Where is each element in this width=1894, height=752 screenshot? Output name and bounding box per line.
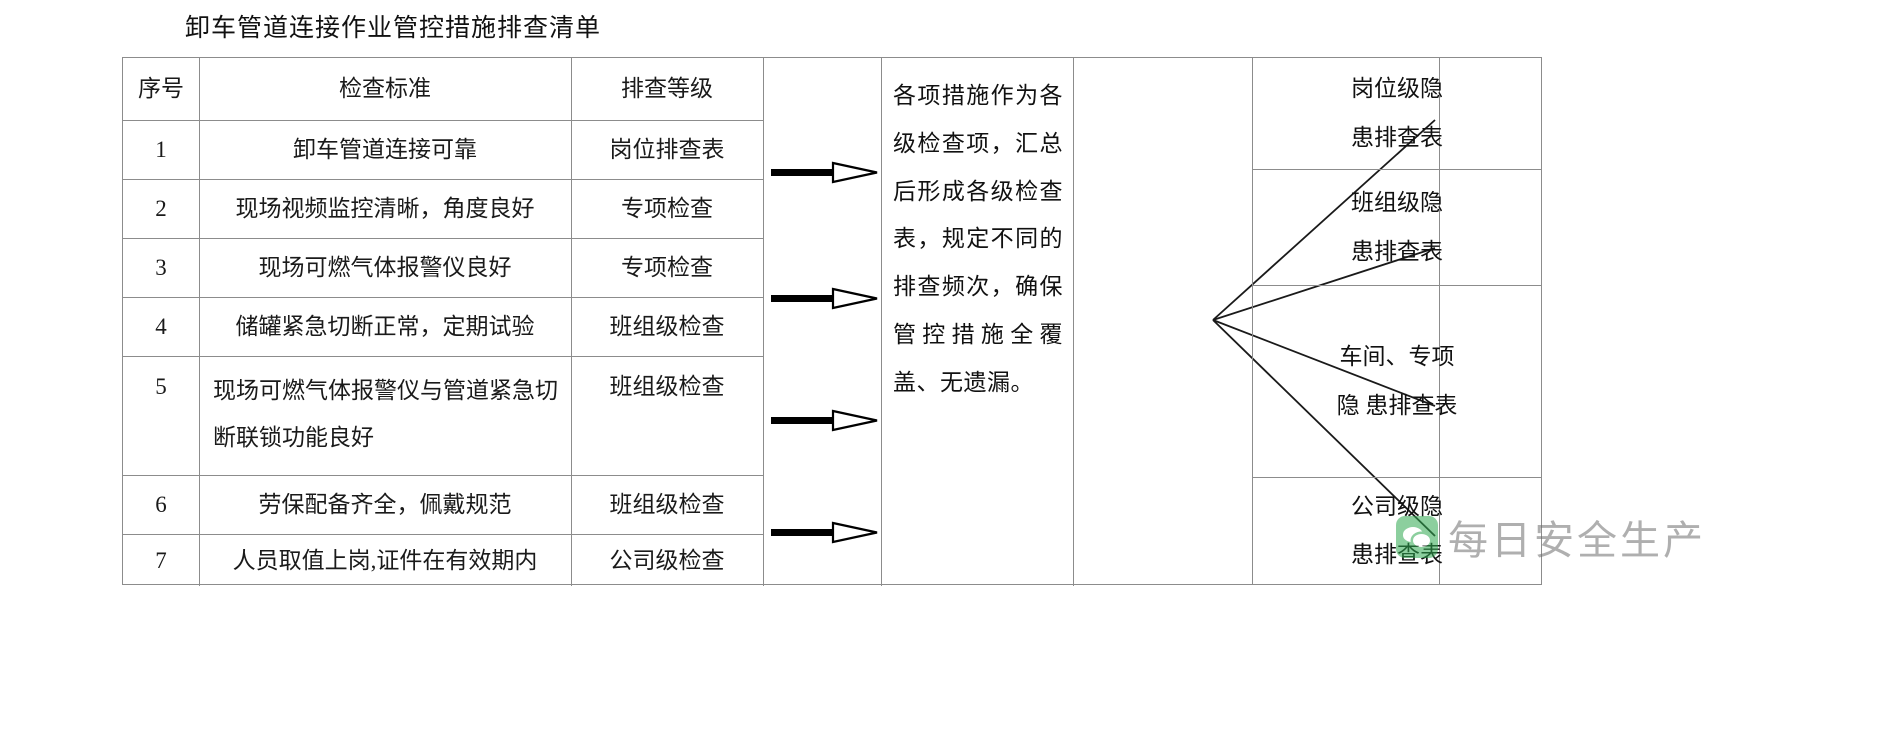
diagram-frame: 序号 检查标准 排查等级 1 卸车管道连接可靠 岗位排查表 2 现场视频监控清晰… bbox=[122, 57, 1441, 586]
header-standard: 检查标准 bbox=[339, 76, 431, 102]
output-forms-stack: 岗位级隐 患排查表 班组级隐 患排查表 车间、专项 隐 患排查表 公司级隐 患排… bbox=[1252, 57, 1542, 585]
center-note-block: 各项措施作为各级检查项，汇总后形成各级检查表，规定不同的排查频次，确保管控措施全… bbox=[881, 58, 1073, 586]
output-form-line1: 班组级隐 bbox=[1351, 190, 1443, 216]
cell-level: 专项检查 bbox=[621, 196, 713, 222]
output-form-line2: 患排查表 bbox=[1351, 238, 1443, 264]
column-divider-5 bbox=[1073, 58, 1074, 586]
cell-index: 1 bbox=[155, 137, 167, 163]
cell-standard: 现场视频监控清晰，角度良好 bbox=[235, 196, 535, 222]
arrow-right-icon bbox=[771, 286, 879, 312]
output-form-box: 岗位级隐 患排查表 bbox=[1253, 58, 1541, 170]
header-index: 序号 bbox=[138, 76, 184, 102]
fan-lines bbox=[1212, 119, 1436, 537]
output-form-line1: 车间、专项 bbox=[1339, 344, 1455, 370]
arrows-column bbox=[763, 58, 881, 586]
column-divider-4 bbox=[881, 58, 882, 586]
output-form-line1: 公司级隐 bbox=[1351, 493, 1443, 519]
table-row: 1 卸车管道连接可靠 岗位排查表 bbox=[123, 121, 763, 180]
table-row: 3 现场可燃气体报警仪良好 专项检查 bbox=[123, 239, 763, 298]
column-divider-3 bbox=[763, 58, 764, 586]
table-header-row: 序号 检查标准 排查等级 bbox=[123, 58, 763, 121]
arrow-right-icon bbox=[771, 160, 879, 186]
output-form-line2: 患排查表 bbox=[1351, 542, 1443, 567]
cell-index: 3 bbox=[155, 255, 167, 281]
cell-standard: 人员取值上岗,证件在有效期内 bbox=[232, 547, 538, 573]
cell-index: 7 bbox=[155, 547, 167, 573]
fan-connector-column bbox=[1073, 58, 1441, 586]
cell-standard: 卸车管道连接可靠 bbox=[293, 137, 477, 163]
table-row: 6 劳保配备齐全，佩戴规范 班组级检查 bbox=[123, 476, 763, 535]
cell-index: 5 bbox=[155, 374, 167, 399]
cell-level: 公司级检查 bbox=[609, 547, 725, 573]
center-note-text: 各项措施作为各级检查项，汇总后形成各级检查表，规定不同的排查频次，确保管控措施全… bbox=[893, 83, 1063, 395]
cell-index: 2 bbox=[155, 196, 167, 222]
page-title: 卸车管道连接作业管控措施排查清单 bbox=[185, 15, 602, 42]
checklist-table: 序号 检查标准 排查等级 1 卸车管道连接可靠 岗位排查表 2 现场视频监控清晰… bbox=[123, 58, 763, 586]
cell-level: 班组级检查 bbox=[609, 492, 725, 518]
table-row: 5 现场可燃气体报警仪与管道紧急切断联锁功能良好 班组级检查 bbox=[123, 357, 763, 476]
cell-standard: 现场可燃气体报警仪良好 bbox=[258, 255, 512, 281]
table-row: 7 人员取值上岗,证件在有效期内 公司级检查 bbox=[123, 535, 763, 586]
cell-level: 班组级检查 bbox=[609, 374, 725, 399]
cell-standard: 劳保配备齐全，佩戴规范 bbox=[258, 492, 512, 518]
output-form-box: 车间、专项 隐 患排查表 bbox=[1253, 286, 1541, 478]
arrow-right-icon bbox=[771, 520, 879, 546]
column-divider-1 bbox=[199, 58, 200, 586]
cell-index: 6 bbox=[155, 492, 167, 518]
output-form-box: 公司级隐 患排查表 bbox=[1253, 478, 1541, 584]
arrow-right-icon bbox=[771, 408, 879, 434]
cell-standard: 现场可燃气体报警仪与管道紧急切断联锁功能良好 bbox=[213, 378, 558, 451]
output-form-line2: 患排查表 bbox=[1351, 124, 1443, 150]
table-row: 4 储罐紧急切断正常，定期试验 班组级检查 bbox=[123, 298, 763, 357]
cell-level: 班组级检查 bbox=[609, 314, 725, 340]
output-form-box: 班组级隐 患排查表 bbox=[1253, 170, 1541, 286]
output-form-line1: 岗位级隐 bbox=[1351, 76, 1443, 102]
cell-level: 岗位排查表 bbox=[609, 137, 725, 163]
header-level: 排查等级 bbox=[621, 76, 713, 102]
table-row: 2 现场视频监控清晰，角度良好 专项检查 bbox=[123, 180, 763, 239]
cell-index: 4 bbox=[155, 314, 167, 340]
cell-level: 专项检查 bbox=[621, 255, 713, 281]
output-form-line2: 隐 患排查表 bbox=[1336, 392, 1458, 418]
column-divider-2 bbox=[571, 58, 572, 586]
cell-standard: 储罐紧急切断正常，定期试验 bbox=[235, 314, 535, 340]
